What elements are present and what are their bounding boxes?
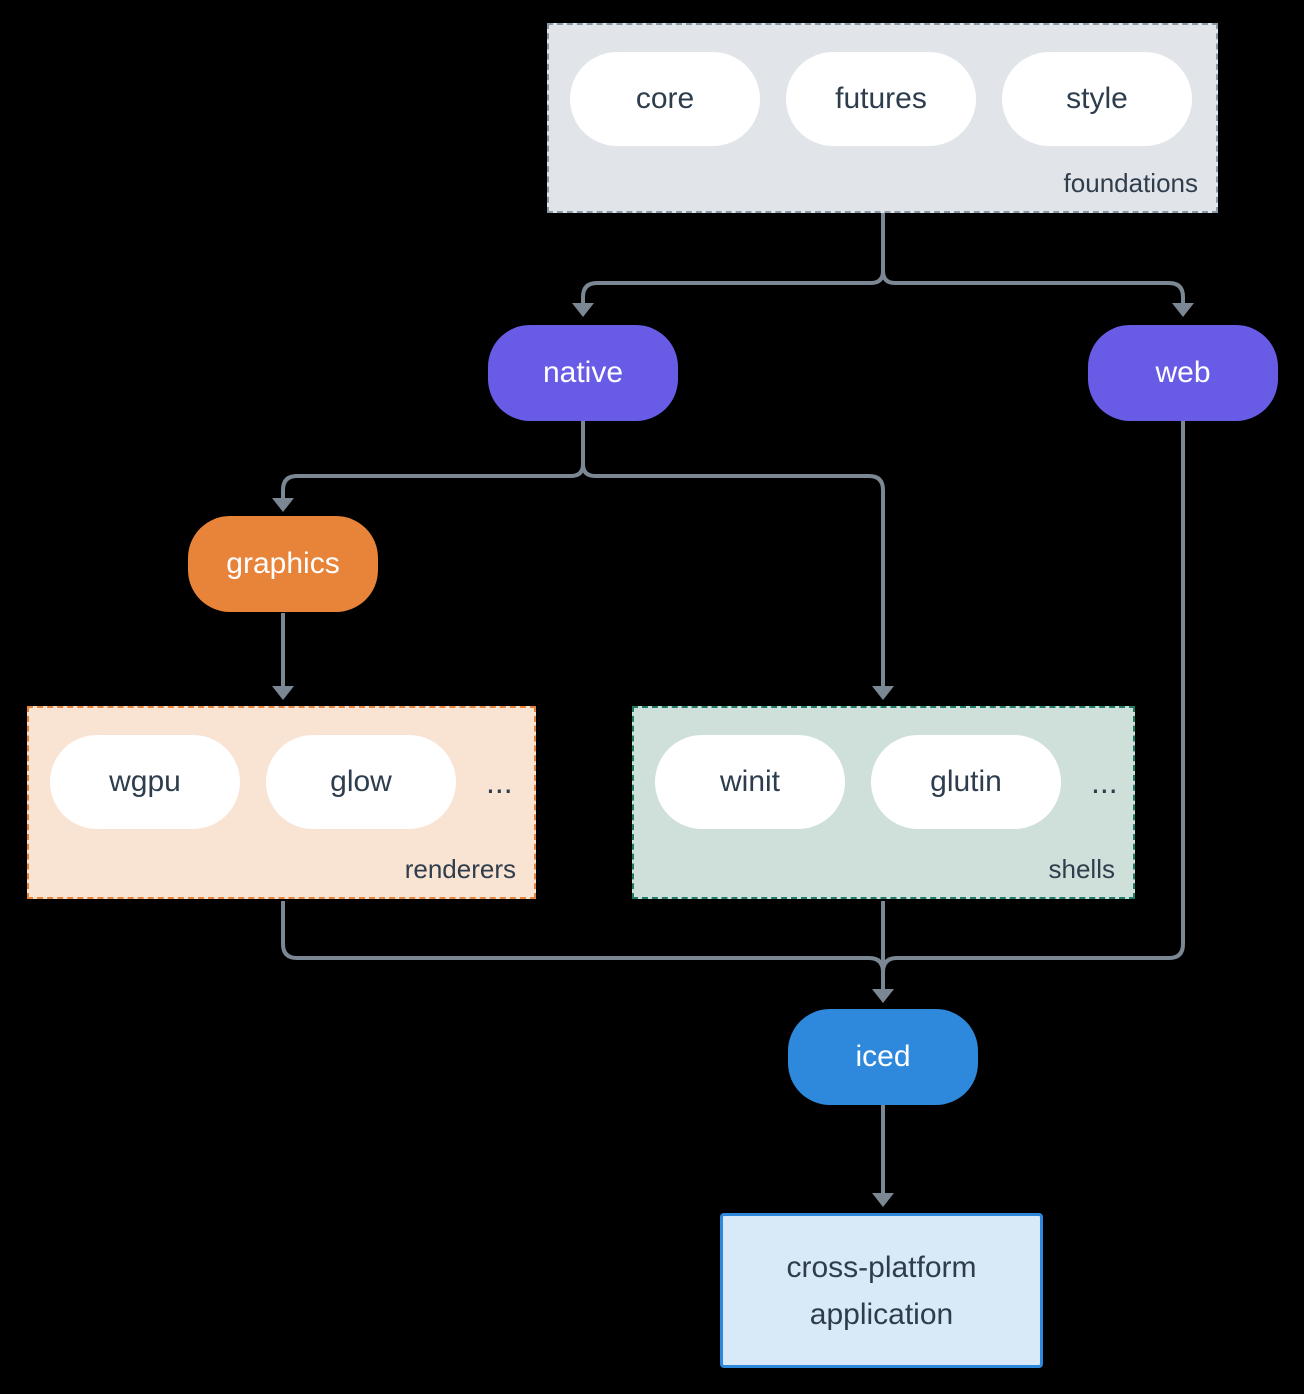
node-glow: glow bbox=[266, 735, 456, 829]
edge-native-shells bbox=[581, 421, 885, 686]
arrowhead-icon bbox=[272, 686, 294, 700]
node-web: web bbox=[1088, 325, 1278, 421]
edge-renderers-iced bbox=[281, 901, 885, 973]
node-iced: iced bbox=[788, 1009, 978, 1105]
application-label-line1: cross-platform bbox=[786, 1250, 977, 1284]
renderers-ellipsis: ... bbox=[486, 763, 513, 800]
arrowhead-icon bbox=[572, 303, 594, 317]
edge-native-graphics bbox=[281, 421, 585, 498]
group-foundations-label: foundations bbox=[1063, 168, 1198, 198]
arrowhead-icon bbox=[872, 1193, 894, 1207]
arrowhead-icon bbox=[872, 989, 894, 1003]
node-winit: winit bbox=[655, 735, 845, 829]
group-renderers: wgpu glow ... renderers bbox=[27, 706, 536, 899]
group-foundations: core futures style foundations bbox=[547, 23, 1218, 213]
node-core: core bbox=[570, 52, 760, 146]
edge-foundations-native bbox=[581, 213, 885, 303]
shells-pill-row: winit glutin ... bbox=[634, 708, 1133, 829]
arrowhead-icon bbox=[272, 498, 294, 512]
node-glutin: glutin bbox=[871, 735, 1061, 829]
node-style: style bbox=[1002, 52, 1192, 146]
group-shells-label: shells bbox=[1048, 854, 1115, 884]
shells-ellipsis: ... bbox=[1091, 763, 1118, 800]
group-renderers-label: renderers bbox=[404, 854, 516, 884]
node-native: native bbox=[488, 325, 678, 421]
renderers-pill-row: wgpu glow ... bbox=[29, 708, 534, 829]
foundations-pill-row: core futures style bbox=[549, 25, 1216, 146]
arrowhead-icon bbox=[872, 686, 894, 700]
group-shells: winit glutin ... shells bbox=[632, 706, 1135, 899]
edge-foundations-web bbox=[881, 213, 1185, 303]
node-futures: futures bbox=[786, 52, 976, 146]
node-graphics: graphics bbox=[188, 516, 378, 612]
application-label-line2: application bbox=[809, 1297, 954, 1331]
arrowhead-icon bbox=[1172, 303, 1194, 317]
node-wgpu: wgpu bbox=[50, 735, 240, 829]
node-cross-platform-application: cross-platform application bbox=[720, 1213, 1043, 1368]
